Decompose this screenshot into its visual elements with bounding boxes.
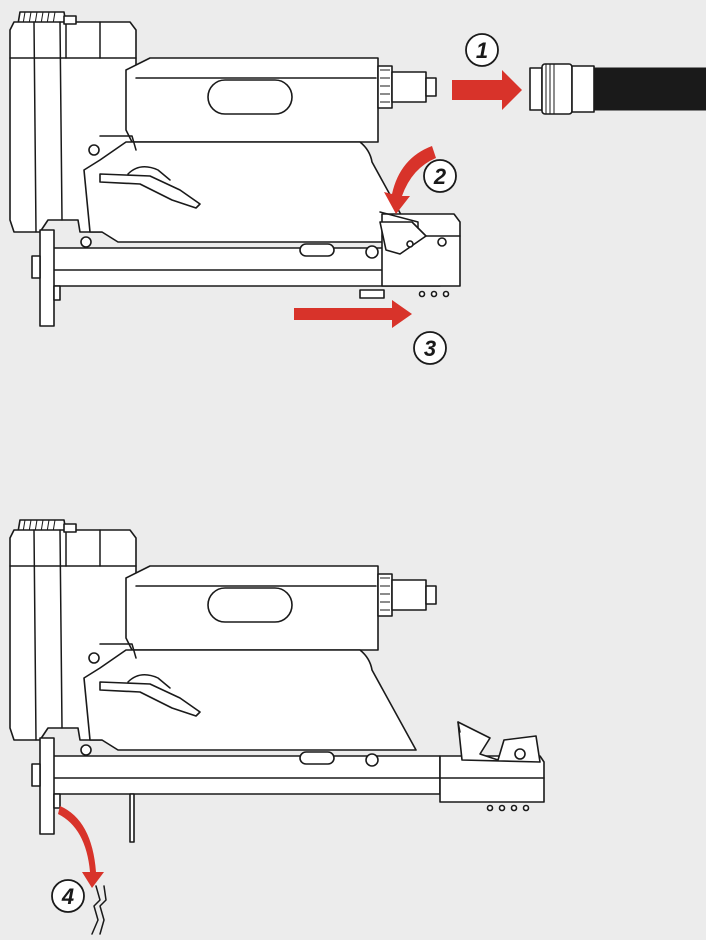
step-1-label: 1 bbox=[476, 38, 488, 63]
step-2-label: 2 bbox=[433, 164, 447, 189]
step-3-label: 3 bbox=[424, 336, 436, 361]
arrow-right-icon bbox=[452, 70, 522, 110]
curved-arrow-down-icon bbox=[58, 806, 104, 888]
step-4: 4 bbox=[51, 806, 107, 935]
magazine-open bbox=[129, 721, 545, 843]
air-hose-coupler bbox=[529, 63, 706, 115]
step-2: 2 bbox=[384, 146, 457, 214]
air-hose bbox=[593, 67, 706, 111]
arrow-right-icon bbox=[294, 300, 412, 328]
step-3: 3 bbox=[294, 300, 447, 365]
step-1: 1 bbox=[452, 33, 522, 110]
curved-arrow-down-icon bbox=[384, 146, 436, 214]
tool-bottom bbox=[9, 519, 545, 843]
tool-top bbox=[9, 11, 706, 327]
step-4-label: 4 bbox=[61, 884, 74, 909]
staple-strip-icon bbox=[91, 885, 101, 935]
